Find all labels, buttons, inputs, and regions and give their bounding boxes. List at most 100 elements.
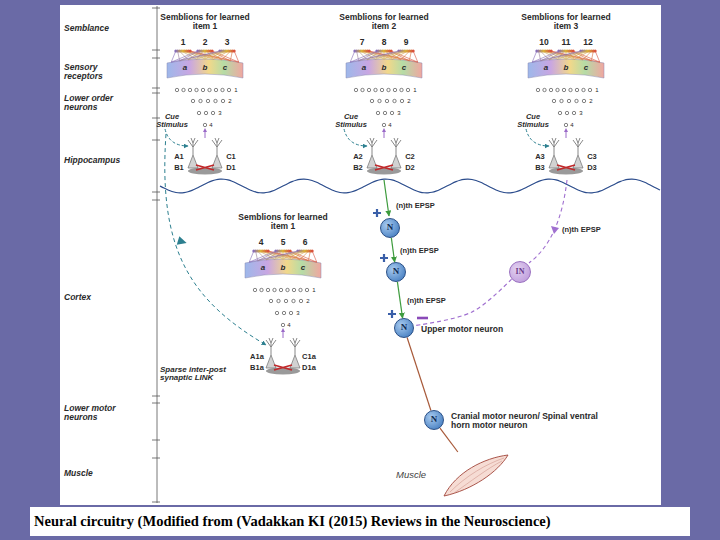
caption: Neural circuitry (Modified from (Vadakka… — [34, 507, 551, 536]
neuron-label: B1 — [174, 164, 184, 172]
axis-tick — [152, 403, 160, 404]
spine-line — [532, 51, 559, 62]
node-label: N — [387, 223, 394, 232]
neuron-label: B1a — [250, 364, 264, 372]
semblion-number: 3 — [225, 38, 230, 47]
region-label: Muscle — [64, 469, 134, 478]
neuron-label: B2 — [353, 164, 363, 172]
neuron-dot — [284, 299, 287, 302]
neuron-dot — [400, 99, 403, 102]
neuron-dot — [575, 99, 578, 102]
row-number: 1 — [312, 287, 315, 293]
neuron-dot — [201, 88, 204, 91]
semblion-group — [344, 50, 422, 175]
cue-label: Cue Stimulus — [154, 113, 190, 129]
neuron-label: D2 — [405, 164, 415, 172]
neuron-dot — [380, 88, 383, 91]
excitatory-sign — [388, 310, 396, 318]
dendrite — [391, 138, 401, 155]
paper — [60, 5, 661, 505]
semblion-title: Semblions for learned item 3 — [518, 13, 614, 31]
spine-head — [572, 50, 575, 53]
semblion-number: 10 — [539, 38, 548, 47]
semblion-title: Semblions for learned item 1 — [157, 13, 253, 31]
neuron-label: C1 — [226, 153, 236, 161]
inter-spine-link — [557, 165, 575, 170]
spine-head — [594, 50, 597, 53]
semblion-number: 5 — [281, 238, 286, 247]
neuron-label: B3 — [535, 164, 545, 172]
neuron-dot — [279, 288, 282, 291]
neuron-dot — [374, 88, 377, 91]
cue-label: Cue Stimulus — [515, 113, 551, 129]
neuron-label: D3 — [587, 164, 597, 172]
node-label: N — [431, 415, 438, 424]
row-number: 4 — [388, 122, 391, 128]
signal-arrow-head — [203, 128, 207, 132]
neuron-dot — [275, 311, 278, 314]
spine-line — [401, 51, 410, 60]
semblion-number: 12 — [583, 38, 592, 47]
neuron-dot — [204, 111, 207, 114]
neuron-soma — [573, 155, 583, 168]
spine-head — [289, 250, 292, 253]
cue-path-head — [175, 235, 186, 245]
row-number: 4 — [570, 122, 573, 128]
dendrite — [266, 338, 276, 355]
receptor-letter: a — [362, 64, 366, 72]
receptor-letter: b — [281, 264, 286, 272]
receptor-letter: c — [223, 64, 227, 72]
inhibitory-sign — [417, 317, 428, 320]
neuron-dot — [199, 99, 202, 102]
neuron-dot — [289, 311, 292, 314]
neuron-dot — [266, 288, 269, 291]
neuron-soma — [549, 155, 559, 168]
connector — [407, 338, 431, 411]
axis-tick — [152, 118, 160, 119]
neuron-dot — [221, 88, 224, 91]
semblion-number: 11 — [562, 38, 571, 47]
synapse-base — [188, 168, 222, 175]
spine-line — [222, 51, 231, 60]
neuron-dot — [572, 111, 575, 114]
spine-line — [249, 251, 276, 262]
receptor-band — [167, 59, 243, 78]
spine-line — [234, 51, 239, 62]
neuron-caption: Cranial motor neuron/ Spinal ventral hor… — [451, 412, 601, 430]
signal-arrow — [384, 131, 385, 138]
neuron-dot — [281, 323, 284, 326]
axis-tick — [152, 93, 160, 94]
neuron-dot — [390, 111, 393, 114]
axis-tick — [152, 140, 160, 141]
neuron-dot — [208, 88, 211, 91]
axis-tick — [152, 396, 160, 397]
semblion-group — [526, 50, 604, 175]
neuron-node: NUpper motor neuron — [394, 318, 414, 338]
dendrite — [549, 138, 559, 155]
cue-label: Cue Stimulus — [333, 113, 369, 129]
neuron-dot — [376, 111, 379, 114]
neuron-node: N — [386, 262, 406, 282]
signal-arrow — [283, 331, 284, 338]
neuron-dot — [197, 111, 200, 114]
semblion-group — [245, 250, 321, 375]
neuron-dot — [286, 288, 289, 291]
neuron-dot — [182, 88, 185, 91]
row-number: 1 — [595, 87, 598, 93]
spine-head — [267, 250, 270, 253]
muscle-node: Muscle — [440, 452, 510, 498]
neuron-dot — [292, 288, 295, 291]
connector — [440, 428, 458, 452]
neuron-dot — [299, 299, 302, 302]
row-number: 3 — [579, 110, 582, 116]
neuron-dot — [536, 88, 539, 91]
region-label: Lower order neurons — [64, 94, 134, 112]
spine-head — [390, 50, 393, 53]
neuron-dot — [206, 99, 209, 102]
edge-label: (n)th EPSP — [400, 246, 439, 255]
neuron-dot — [393, 88, 396, 91]
neuron-dot — [214, 88, 217, 91]
